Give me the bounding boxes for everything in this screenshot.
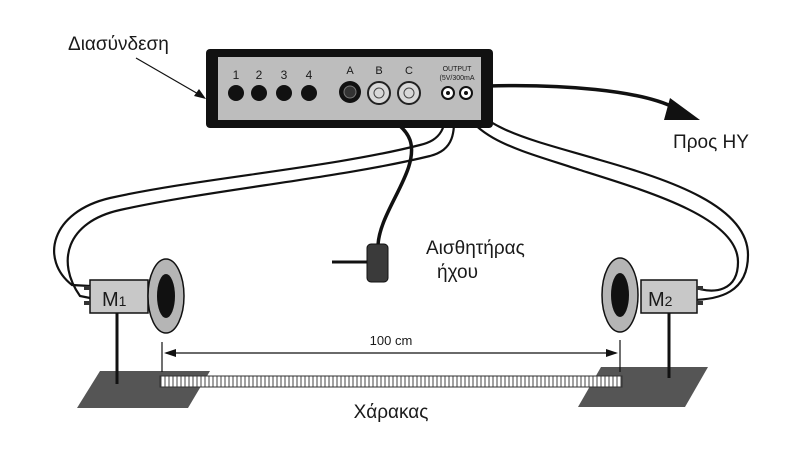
to-pc-label: Προς ΗΥ (673, 132, 749, 153)
port-label-4: 4 (306, 68, 313, 82)
speaker-m2-label: M2 (648, 289, 673, 311)
interface-pointer (135, 57, 206, 99)
pc-cable (487, 83, 700, 120)
interface-box: 1 2 3 4 A B C OUTPUT (5V/300mA (206, 49, 493, 128)
sound-sensor (332, 92, 414, 283)
speaker-m1-label: M1 (102, 289, 127, 311)
port-label-a: A (346, 65, 354, 77)
port-b (367, 81, 391, 105)
speaker-m2: M2 (601, 257, 703, 333)
port-label-3: 3 (281, 68, 288, 82)
distance-dimension (161, 340, 621, 372)
port-label-c: C (405, 65, 413, 77)
sound-sensor-label-2: ήχου (437, 262, 478, 283)
port-1 (228, 85, 244, 101)
port-3 (276, 85, 292, 101)
port-4 (301, 85, 317, 101)
distance-label: 100 cm (370, 333, 413, 348)
port-label-2: 2 (256, 68, 263, 82)
speaker-m1: M1 (84, 258, 185, 334)
output-label: OUTPUT (443, 66, 473, 73)
ruler (159, 375, 623, 388)
speaker-cables (53, 95, 750, 302)
sound-sensor-label-1: Αισθητήρας (426, 238, 525, 259)
port-2 (251, 85, 267, 101)
interface-label: Διασύνδεση (68, 34, 169, 55)
output-rating: (5V/300mA (439, 75, 474, 82)
port-label-b: B (375, 65, 382, 77)
ruler-label: Χάρακας (354, 402, 429, 423)
port-label-1: 1 (233, 68, 240, 82)
port-c (397, 81, 421, 105)
